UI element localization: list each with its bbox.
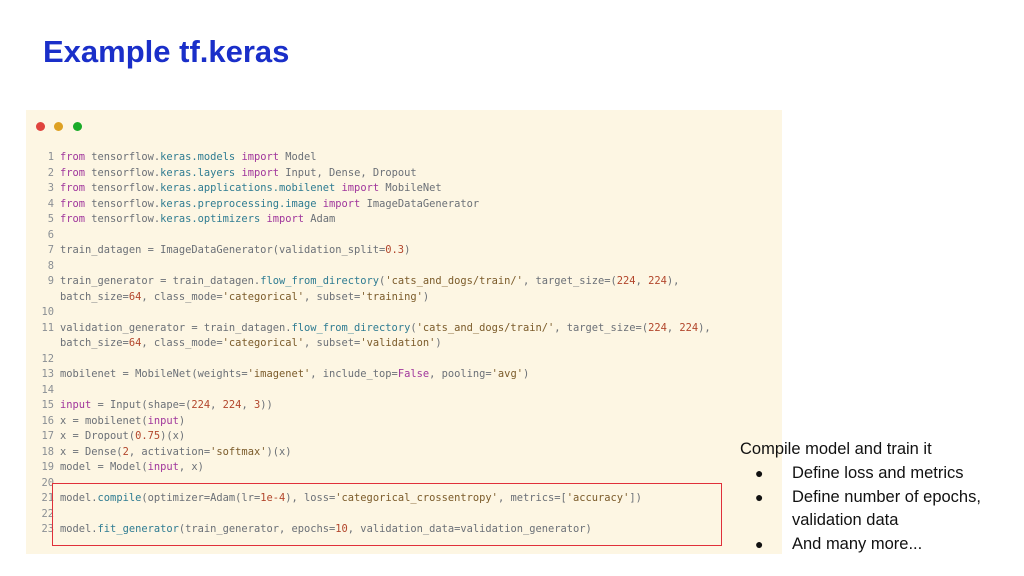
code-text: input = Input(shape=(224, 224, 3)) <box>60 399 273 411</box>
code-text: x = Dropout(0.75)(x) <box>60 430 186 442</box>
bullet-item: ● Define loss and metrics <box>740 462 1024 486</box>
maximize-dot-icon[interactable] <box>72 122 82 131</box>
line-number: 21 <box>41 492 54 504</box>
line-number: 13 <box>41 368 54 380</box>
code-text: mobilenet = MobileNet(weights='imagenet'… <box>60 368 530 380</box>
code-line: 10 <box>26 305 782 321</box>
line-number: 7 <box>47 244 54 256</box>
line-number: 4 <box>47 197 54 210</box>
code-line: batch_size=64, class_mode='categorical',… <box>26 336 782 352</box>
line-number: 3 <box>47 182 54 194</box>
bullet-item: ● And many more... <box>740 533 1024 557</box>
code-line: 3 from tensorflow.keras.applications.mobi… <box>26 181 782 197</box>
code-line: 2 from tensorflow.keras.layers import Inp… <box>26 166 782 182</box>
code-text: train_datagen = ImageDataGenerator(valid… <box>60 244 411 256</box>
code-line: 6 <box>26 228 782 244</box>
code-line: batch_size=64, class_mode='categorical',… <box>26 290 782 306</box>
slide-title: Example tf.keras <box>43 34 290 69</box>
code-block: 1 from tensorflow.keras.models import Mod… <box>26 150 782 538</box>
line-number: 20 <box>41 476 54 489</box>
bullet-icon: ● <box>755 535 764 552</box>
close-dot-icon[interactable] <box>36 122 45 131</box>
line-number: 22 <box>41 507 54 520</box>
code-text: model.fit_generator(train_generator, epo… <box>60 523 592 535</box>
code-line: 23 model.fit_generator(train_generator, e… <box>26 522 782 538</box>
code-line: 18 x = Dense(2, activation='softmax')(x) <box>26 445 782 461</box>
line-number: 5 <box>47 213 54 225</box>
code-window: 1 from tensorflow.keras.models import Mod… <box>26 110 782 554</box>
code-text: batch_size=64, class_mode='categorical',… <box>60 337 442 349</box>
line-number: 18 <box>41 445 54 458</box>
bullet-text: And many more... <box>792 534 923 553</box>
code-text: model.compile(optimizer=Adam(lr=1e-4), l… <box>60 492 642 504</box>
code-line: 14 <box>26 383 782 399</box>
code-text: validation_generator = train_datagen.flo… <box>60 321 711 334</box>
code-line: 5 from tensorflow.keras.optimizers import… <box>26 212 782 228</box>
bullet-item: ● Define number of epochs, validation dat… <box>740 486 1024 533</box>
code-line: 11 validation_generator = train_datagen.f… <box>26 321 782 337</box>
code-text: from tensorflow.keras.models import Mode… <box>60 151 317 163</box>
code-line: 20 <box>26 476 782 492</box>
code-line: 15 input = Input(shape=(224, 224, 3)) <box>26 398 782 414</box>
line-number: 23 <box>41 523 54 535</box>
code-text: from tensorflow.keras.optimizers import … <box>60 213 336 225</box>
code-text: x = mobilenet(input) <box>60 414 186 427</box>
code-text: from tensorflow.keras.applications.mobil… <box>60 182 442 194</box>
line-number: 2 <box>47 166 54 179</box>
highlight-box <box>52 483 722 546</box>
line-number: 11 <box>41 321 54 334</box>
bullet-text: Define number of epochs, validation data <box>792 487 981 530</box>
code-line: 9 train_generator = train_datagen.flow_fr… <box>26 274 782 290</box>
line-number: 1 <box>47 151 54 163</box>
code-line: 1 from tensorflow.keras.models import Mod… <box>26 150 782 166</box>
code-line: 12 <box>26 352 782 368</box>
minimize-dot-icon[interactable] <box>54 122 64 131</box>
code-line: 4 from tensorflow.keras.preprocessing.ima… <box>26 197 782 213</box>
code-text: batch_size=64, class_mode='categorical',… <box>60 290 430 303</box>
bullet-icon: ● <box>755 465 764 481</box>
line-number: 12 <box>41 352 54 365</box>
line-number: 16 <box>41 414 54 427</box>
bullet-text: Define loss and metrics <box>792 464 964 482</box>
code-text: from tensorflow.keras.layers import Inpu… <box>60 166 417 179</box>
line-number: 10 <box>41 306 54 318</box>
line-number: 9 <box>47 275 54 287</box>
code-line: 17 x = Dropout(0.75)(x) <box>26 429 782 445</box>
bullet-list: ● Define loss and metrics ● Define number … <box>740 462 1024 556</box>
code-line: 22 <box>26 507 782 523</box>
line-number: 17 <box>41 430 54 442</box>
code-text: model = Model(input, x) <box>60 461 204 473</box>
line-number: 6 <box>47 228 54 241</box>
side-notes: Compile model and train it ● Define loss … <box>740 438 1024 556</box>
side-notes-heading: Compile model and train it <box>740 440 932 458</box>
code-line: 19 model = Model(input, x) <box>26 460 782 476</box>
code-text: train_generator = train_datagen.flow_fro… <box>60 275 680 287</box>
line-number: 15 <box>41 399 54 411</box>
code-line: 7 train_datagen = ImageDataGenerator(vali… <box>26 243 782 259</box>
line-number: 19 <box>41 461 54 473</box>
line-number: 14 <box>41 383 54 396</box>
line-number: 8 <box>47 259 54 272</box>
code-line: 21 model.compile(optimizer=Adam(lr=1e-4),… <box>26 491 782 507</box>
code-line: 8 <box>26 259 782 275</box>
code-line: 16 x = mobilenet(input) <box>26 414 782 430</box>
code-line: 13 mobilenet = MobileNet(weights='imagene… <box>26 367 782 383</box>
code-text: from tensorflow.keras.preprocessing.imag… <box>60 197 480 210</box>
bullet-icon: ● <box>755 488 764 505</box>
window-controls <box>36 122 87 132</box>
code-text: x = Dense(2, activation='softmax')(x) <box>60 445 292 458</box>
